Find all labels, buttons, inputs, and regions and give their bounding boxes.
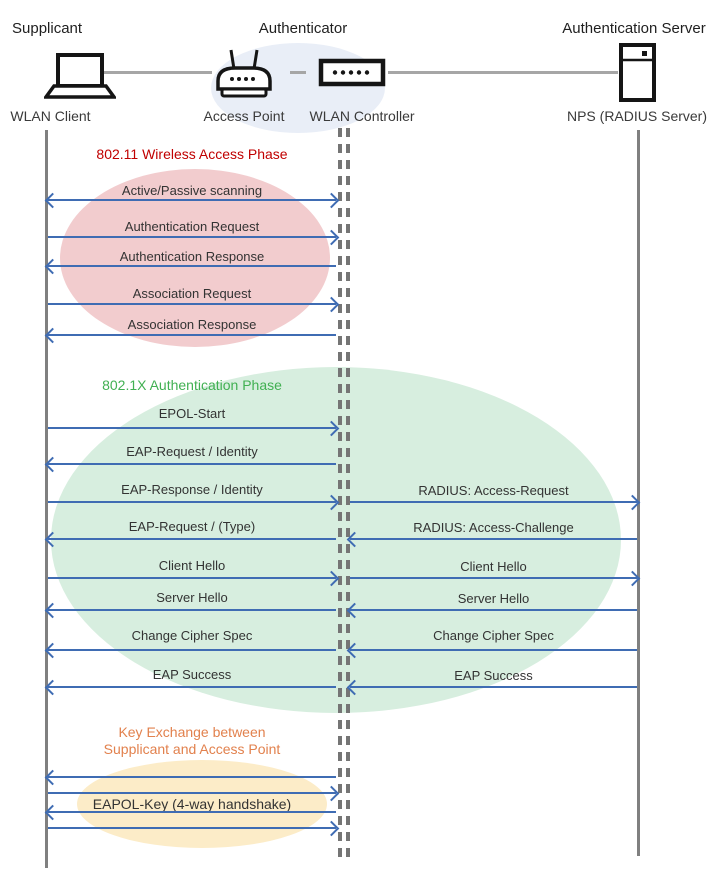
arrow-eap-success-left xyxy=(48,686,336,688)
arrow-client-hello-left xyxy=(48,577,336,579)
arrow-eapol-key-3 xyxy=(48,811,336,813)
message-label: Association Request xyxy=(132,286,252,301)
arrow-eapol-key-2 xyxy=(48,792,336,794)
arrow-server-hello-left xyxy=(48,609,336,611)
connector-client-ap xyxy=(78,71,212,74)
controller-device-label: WLAN Controller xyxy=(309,108,415,124)
laptop-icon xyxy=(44,53,116,99)
message-label: EPOL-Start xyxy=(158,406,226,421)
arrow-eap-success-right xyxy=(350,686,637,688)
arrow-eap-request-type xyxy=(48,538,336,540)
message-label: Change Cipher Spec xyxy=(131,628,253,643)
message-label: RADIUS: Access-Challenge xyxy=(413,520,574,535)
phase3-ellipse xyxy=(77,760,327,848)
arrow-association-response xyxy=(48,334,336,336)
message-label: Client Hello xyxy=(460,559,527,574)
controller-lifeline-dash-1 xyxy=(338,128,342,858)
server-device-label: NPS (RADIUS Server) xyxy=(566,108,708,124)
connector-ap-controller xyxy=(290,71,306,74)
message-label: EAPOL-Key (4-way handshake) xyxy=(92,796,292,812)
arrow-association-request xyxy=(48,303,336,305)
message-label: EAP-Request / (Type) xyxy=(128,519,256,534)
message-label: Client Hello xyxy=(158,558,226,573)
message-label: Active/Passive scanning xyxy=(121,183,263,198)
arrow-radius-access-challenge xyxy=(350,538,637,540)
authenticator-role-label: Authenticator xyxy=(258,20,348,37)
phase3-title-line2: Supplicant and Access Point xyxy=(103,741,281,757)
arrow-eap-response-identity xyxy=(48,501,336,503)
wlan-controller-icon xyxy=(318,58,386,87)
arrow-radius-access-request xyxy=(350,501,637,503)
connector-controller-server xyxy=(388,71,618,74)
phase1-title: 802.11 Wireless Access Phase xyxy=(96,146,288,162)
arrow-eap-request-identity xyxy=(48,463,336,465)
phase3-title-line1: Key Exchange between xyxy=(118,724,266,740)
supplicant-role-label: Supplicant xyxy=(12,20,83,37)
arrow-active-passive-scanning xyxy=(48,199,336,201)
arrow-authentication-response xyxy=(48,265,336,267)
message-label: Authentication Request xyxy=(124,219,260,234)
message-label: EAP Success xyxy=(454,668,533,683)
arrow-client-hello-right xyxy=(350,577,637,579)
message-label: EAP Success xyxy=(152,667,232,682)
arrow-server-hello-right xyxy=(350,609,637,611)
message-label: Server Hello xyxy=(156,590,228,605)
supplicant-device-label: WLAN Client xyxy=(10,108,91,124)
message-label: Authentication Response xyxy=(119,249,265,264)
message-label: EAP-Request / Identity xyxy=(126,444,258,459)
message-label: Association Response xyxy=(127,317,257,332)
controller-lifeline-dash-2 xyxy=(346,128,350,858)
arrow-change-cipher-spec-left xyxy=(48,649,336,651)
arrow-epol-start xyxy=(48,427,336,429)
message-label: RADIUS: Access-Request xyxy=(418,483,569,498)
phase2-title: 802.1X Authentication Phase xyxy=(102,377,282,393)
message-label: Change Cipher Spec xyxy=(433,628,554,643)
arrow-authentication-request xyxy=(48,236,336,238)
message-label: Server Hello xyxy=(457,591,530,606)
access-point-device-label: Access Point xyxy=(203,108,285,124)
auth-server-role-label: Authentication Server xyxy=(562,20,706,37)
message-label: EAP-Response / Identity xyxy=(121,482,263,497)
arrow-eapol-key-4 xyxy=(48,827,336,829)
arrow-eapol-key-1 xyxy=(48,776,336,778)
server-icon xyxy=(619,43,656,102)
supplicant-lifeline xyxy=(45,130,48,868)
wireless-router-icon xyxy=(216,49,272,98)
arrow-change-cipher-spec-right xyxy=(350,649,637,651)
server-lifeline xyxy=(637,130,640,856)
